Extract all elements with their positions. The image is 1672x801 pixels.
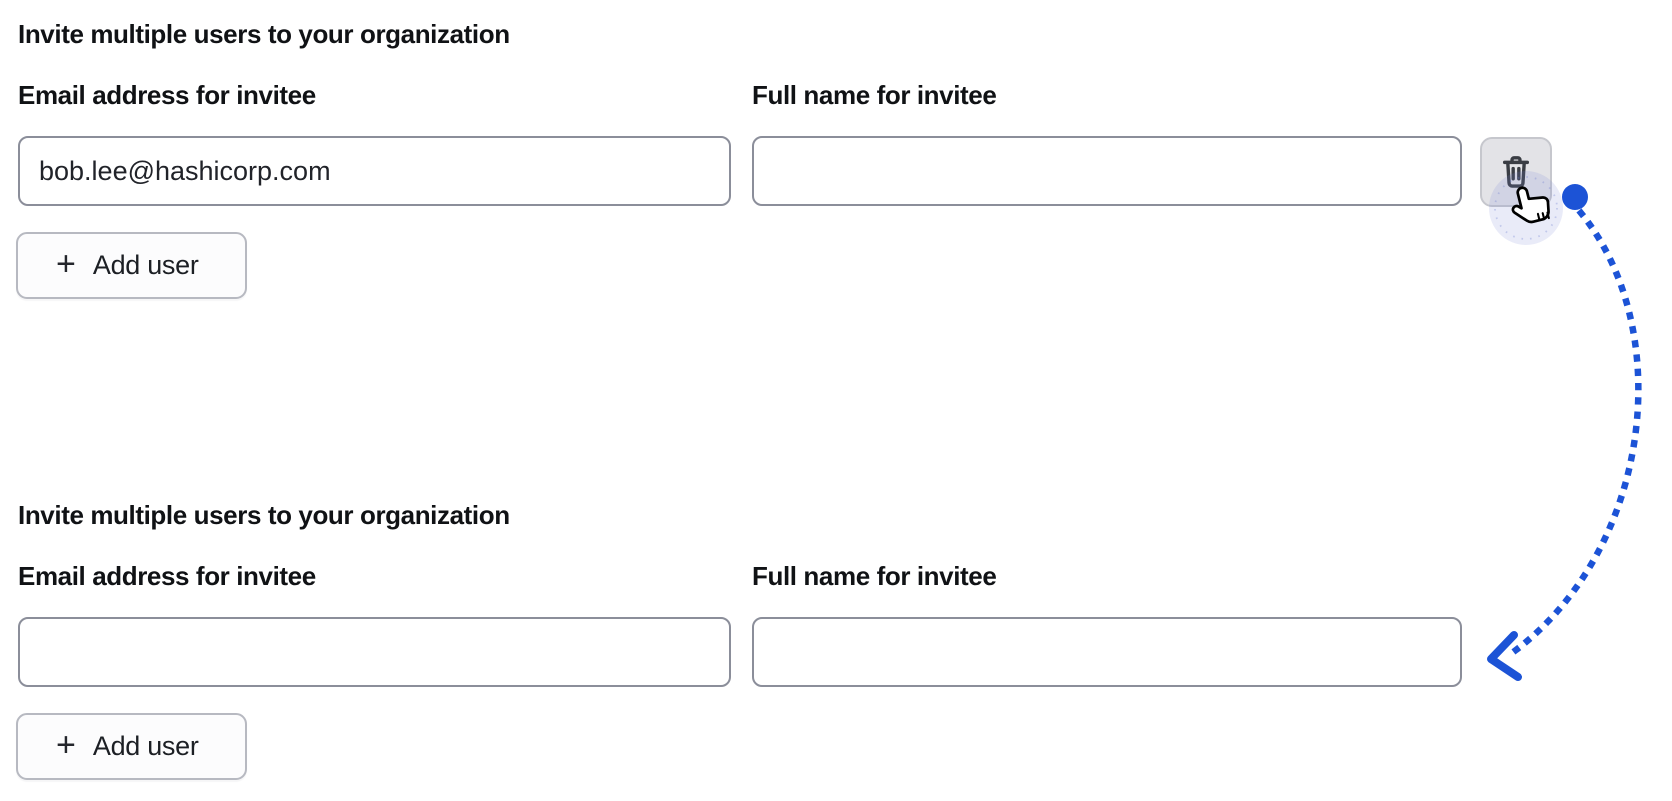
add-user-label: Add user (92, 731, 199, 761)
add-user-button[interactable]: + Add user (16, 713, 247, 780)
email-field[interactable] (18, 136, 731, 206)
email-label: Email address for invitee (18, 80, 316, 110)
full-name-field[interactable] (752, 617, 1462, 687)
invite-form-after: Invite multiple users to your organizati… (0, 481, 1672, 801)
page-title: Invite multiple users to your organizati… (18, 500, 510, 530)
page-title: Invite multiple users to your organizati… (18, 19, 510, 49)
add-user-label: Add user (92, 250, 199, 280)
plus-icon: + (56, 725, 76, 764)
email-field[interactable] (18, 617, 731, 687)
email-label: Email address for invitee (18, 561, 316, 591)
full-name-field[interactable] (752, 136, 1462, 206)
delete-row-button[interactable] (1480, 137, 1552, 207)
full-name-label: Full name for invitee (752, 80, 997, 110)
plus-icon: + (56, 244, 76, 283)
trash-icon (1499, 153, 1533, 191)
full-name-label: Full name for invitee (752, 561, 997, 591)
add-user-button[interactable]: + Add user (16, 232, 247, 299)
invite-form-before: Invite multiple users to your organizati… (0, 0, 1672, 320)
